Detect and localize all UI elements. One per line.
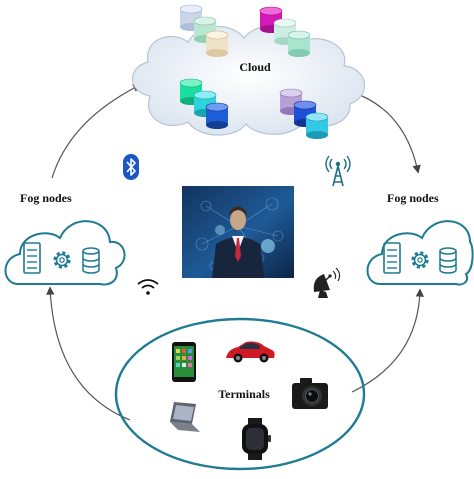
satellite-dish-icon (313, 267, 341, 298)
smartwatch-icon (242, 418, 271, 460)
database-icon (439, 247, 457, 274)
terminals-ring (114, 317, 366, 471)
cell-tower-icon (325, 155, 351, 187)
laptop-icon (170, 402, 200, 432)
fog-node-right (366, 220, 474, 286)
bluetooth-icon (123, 154, 139, 180)
cloud-label: Cloud (239, 60, 271, 74)
gear-icon (411, 251, 429, 269)
arrow-terminals-to-left-fog (46, 286, 131, 421)
camera-icon (292, 378, 328, 409)
server-icon (383, 242, 401, 274)
arrow-terminals-to-right-fog (351, 288, 425, 393)
gear-icon (53, 251, 71, 269)
server-icon (23, 242, 41, 274)
car-icon (226, 341, 275, 363)
fog-nodes-right-label: Fog nodes (387, 191, 439, 205)
cloud-shape (131, 25, 366, 136)
fog-nodes-left-label: Fog nodes (20, 191, 72, 205)
arrow-left-fog-to-cloud (51, 84, 142, 179)
central-image (182, 186, 294, 278)
wifi-icon (137, 279, 159, 295)
database-icon (205, 30, 229, 57)
fog-node-left (4, 220, 126, 286)
cloud-databases (179, 4, 329, 139)
central-cloud (131, 25, 366, 136)
smartphone-icon (172, 342, 196, 382)
database-icon (82, 247, 100, 274)
connection-arrows (46, 84, 425, 421)
terminals-label: Terminals (218, 387, 270, 401)
arrow-cloud-to-right-fog (351, 91, 421, 174)
database-icon (287, 30, 311, 57)
database-icon (205, 102, 229, 129)
terminals-group: Terminals (114, 317, 366, 471)
business-person (212, 206, 264, 278)
database-icon (305, 112, 329, 139)
